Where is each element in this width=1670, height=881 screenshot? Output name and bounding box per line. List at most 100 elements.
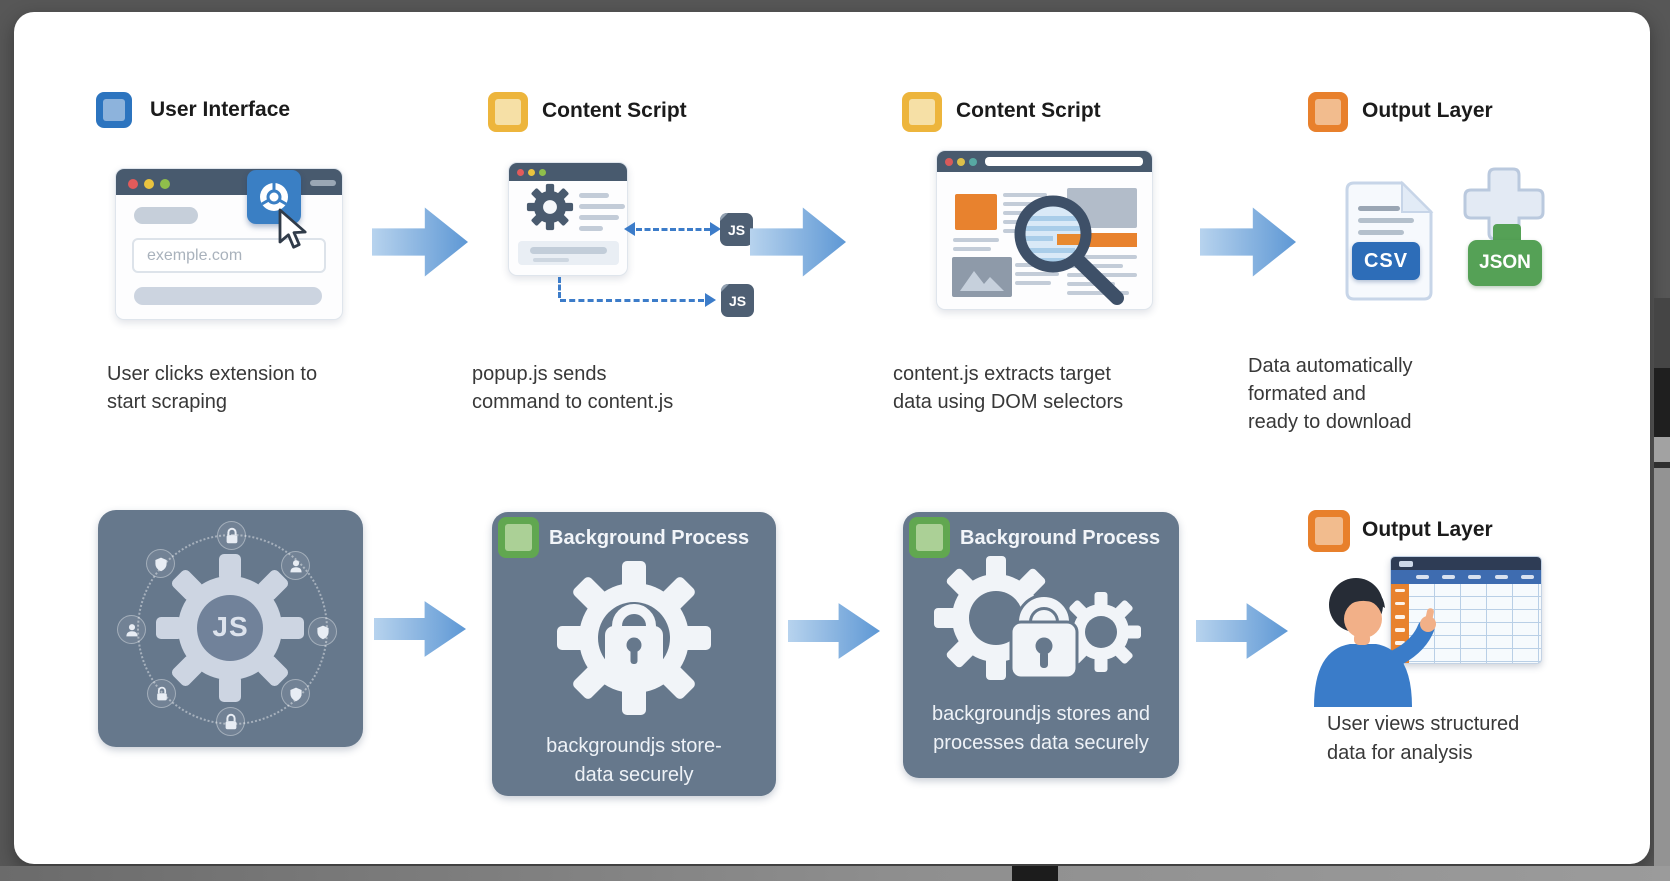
- connector-arrowhead-right: [710, 222, 721, 236]
- window-zoom-dot: [539, 169, 546, 176]
- text-line-placeholder: [579, 215, 619, 220]
- column-header-placeholder: [1521, 575, 1535, 579]
- legend-swatch-green: [498, 517, 539, 558]
- window-minimize-dot: [528, 169, 535, 176]
- text-line-placeholder: [1003, 193, 1047, 197]
- person-illustration: [1314, 578, 1436, 707]
- js-core-label: JS: [212, 611, 249, 642]
- shield-icon: [146, 549, 175, 578]
- caption-line: popup.js sends: [472, 363, 607, 385]
- caption-popup-js: popup.js sends command to content.js: [472, 360, 673, 416]
- js-file-icon: JS: [720, 213, 753, 246]
- window-close-dot: [517, 169, 524, 176]
- legend-swatch-blue: [96, 92, 132, 128]
- caption-line: backgroundjs stores and: [932, 703, 1150, 725]
- js-file-icon: JS: [721, 284, 754, 317]
- spreadsheet-titlebar: [1391, 557, 1541, 570]
- url-bar-placeholder: [985, 157, 1143, 166]
- row-label-placeholder: [1395, 641, 1405, 645]
- background-window-strip: [1654, 468, 1670, 866]
- background-window-strip: [1654, 462, 1670, 468]
- panel-title-background-process-1: Background Process: [549, 527, 750, 549]
- caption-background-process: backgroundjs stores and processes data s…: [909, 700, 1173, 758]
- chrome-icon: [260, 183, 288, 211]
- caption-user-interface: User clicks extension to start scraping: [107, 360, 317, 416]
- cursor-icon: [278, 208, 307, 249]
- gear-lock-icon: [557, 561, 711, 715]
- lock-icon: [217, 521, 246, 550]
- hero-image-block: [955, 194, 997, 230]
- folded-corner: [720, 213, 728, 221]
- legend-swatch-yellow: [902, 92, 942, 132]
- legend-swatch-orange: [1308, 510, 1350, 552]
- image-placeholder: [952, 257, 1012, 297]
- panel-title-content-script-1: Content Script: [542, 99, 687, 122]
- text-line-placeholder: [953, 247, 991, 251]
- csv-file-icon: [1345, 180, 1434, 301]
- legend-swatch-inner: [103, 99, 125, 121]
- json-connector-tab: [1493, 224, 1521, 244]
- legend-swatch-inner: [909, 99, 935, 125]
- shield-icon: [281, 679, 310, 708]
- person-icon: [117, 615, 146, 644]
- row-label-placeholder: [1395, 628, 1405, 632]
- panel-title-output-layer-2: Output Layer: [1362, 518, 1493, 541]
- text-line-placeholder: [1067, 264, 1123, 268]
- caption-line: data securely: [574, 764, 694, 786]
- legend-swatch-orange: [1308, 92, 1348, 132]
- caption-line: processes data securely: [933, 732, 1149, 754]
- magnifier-icon: [1014, 195, 1124, 305]
- caption-output-files: Data automatically formated and ready to…: [1248, 352, 1413, 436]
- window-close-dot: [945, 158, 953, 166]
- text-line-placeholder: [1067, 255, 1137, 259]
- js-badge-label: JS: [728, 292, 747, 309]
- gear-icon: [156, 554, 304, 702]
- caption-line: command to content.js: [472, 391, 674, 413]
- text-line-placeholder: [530, 247, 607, 254]
- window-zoom-dot: [160, 179, 170, 189]
- text-line-placeholder: [1015, 281, 1051, 285]
- row-label-placeholder: [1395, 588, 1405, 593]
- panel-title-output-layer-1: Output Layer: [1362, 99, 1493, 122]
- legend-swatch-inner: [1315, 99, 1341, 125]
- caption-line: content.js extracts target: [893, 363, 1111, 385]
- message-connector: [560, 299, 704, 302]
- text-line-placeholder: [134, 207, 198, 224]
- text-line-placeholder: [1067, 291, 1129, 295]
- connector-arrowhead-right: [705, 293, 716, 307]
- column-header-placeholder: [1494, 575, 1508, 579]
- message-connector: [636, 228, 710, 231]
- json-badge: JSON: [1468, 240, 1542, 286]
- panel-title-background-process-2: Background Process: [960, 527, 1161, 549]
- connector-arrowhead-left: [624, 222, 635, 236]
- text-line-placeholder: [1067, 282, 1115, 286]
- caption-line: data using DOM selectors: [893, 391, 1124, 413]
- caption-analysis: User views structured data for analysis: [1327, 710, 1519, 768]
- text-line-placeholder: [533, 258, 569, 262]
- window-minimize-dot: [957, 158, 965, 166]
- caption-line: Data automatically: [1248, 355, 1413, 377]
- person-icon: [281, 551, 310, 580]
- message-connector: [558, 277, 561, 298]
- column-header-placeholder: [1415, 575, 1429, 579]
- popup-window-mockup: [508, 162, 628, 276]
- text-line-placeholder: [579, 226, 603, 231]
- column-header-placeholder: [1442, 575, 1456, 579]
- column-header-placeholder: [1468, 575, 1482, 579]
- text-line-placeholder: [953, 238, 999, 242]
- window-minimize-dot: [144, 179, 154, 189]
- row-label-placeholder: [1395, 615, 1405, 619]
- panel-title-user-interface: User Interface: [150, 98, 291, 121]
- os-taskbar-strip: [0, 866, 1670, 881]
- caption-line: backgroundjs store-: [546, 735, 722, 757]
- legend-swatch-inner: [1315, 517, 1343, 545]
- caption-line: formated and: [1248, 383, 1366, 405]
- text-line-placeholder: [579, 204, 625, 209]
- caption-background-store: backgroundjs store- data securely: [498, 732, 770, 790]
- browser-window-mockup: exemple.com: [115, 168, 343, 320]
- csv-badge: CSV: [1352, 242, 1420, 280]
- text-line-placeholder: [1015, 272, 1059, 276]
- caption-line: User clicks extension to: [107, 363, 318, 385]
- caption-line: User views structured: [1327, 713, 1520, 735]
